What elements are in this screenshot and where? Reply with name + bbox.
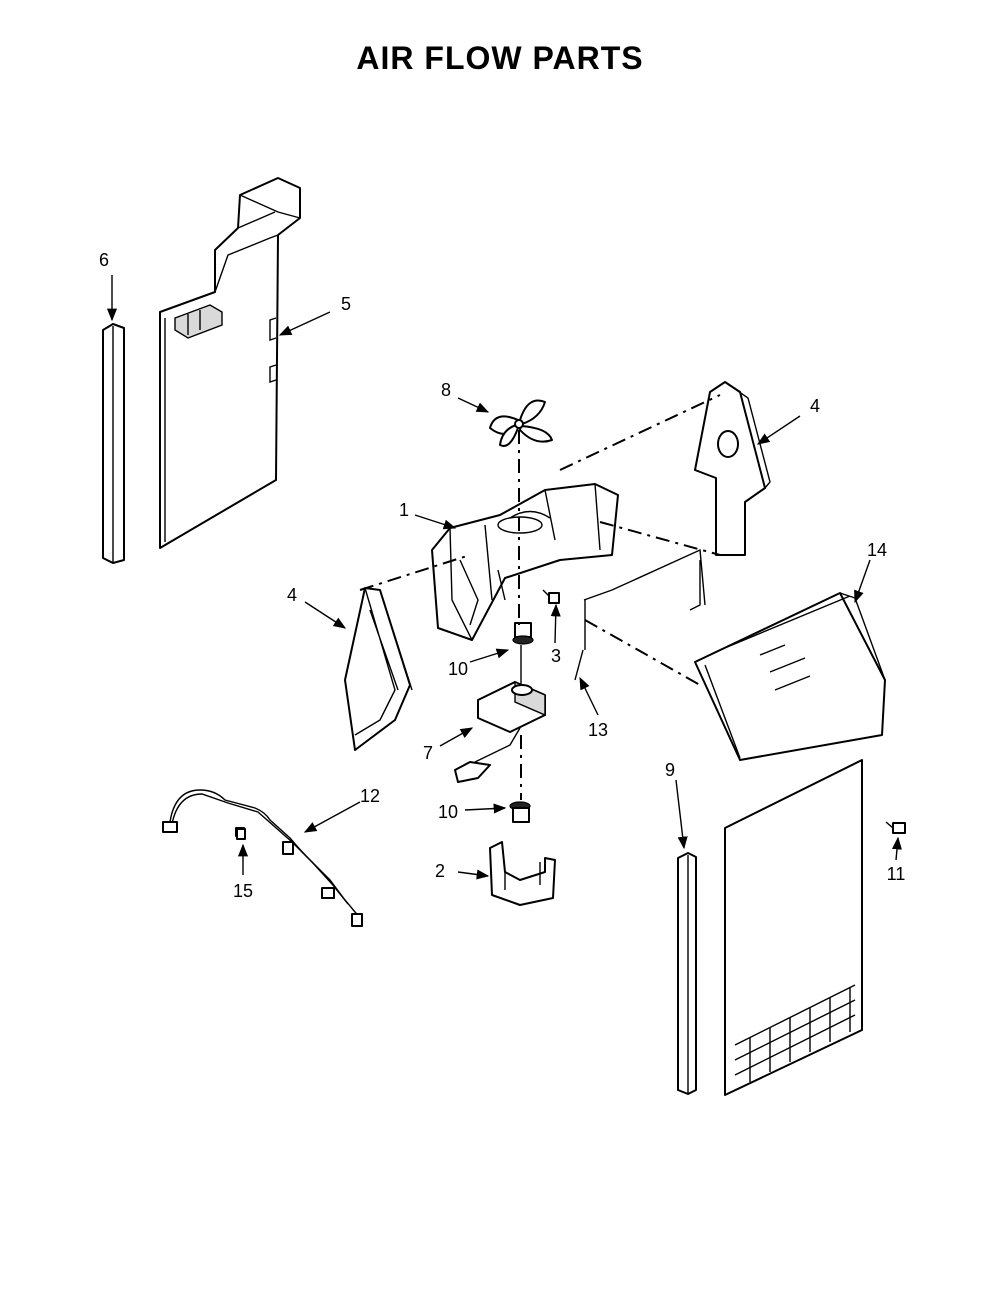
callout-13: 13 [588, 720, 608, 740]
callout-3: 3 [551, 646, 561, 666]
part-14-air-tower-cover [694, 592, 886, 761]
callout-8: 8 [441, 380, 451, 400]
callout-10-upper: 10 [448, 659, 468, 679]
callout-15: 15 [233, 881, 253, 901]
callout-1: 1 [399, 500, 409, 520]
part-4-left-baffle [344, 587, 413, 751]
callout-6: 6 [99, 250, 109, 270]
callout-2: 2 [435, 861, 445, 881]
part-9-seal-strip [677, 852, 697, 1095]
callout-7: 7 [423, 743, 433, 763]
callout-5: 5 [341, 294, 351, 314]
part-12-wire-harness [162, 789, 363, 927]
part-5-air-duct-panel [159, 177, 301, 549]
callout-labels: 6 5 8 4 1 4 3 10 13 7 12 10 2 15 14 9 11 [99, 250, 905, 901]
part-10-upper-grommet [512, 622, 534, 645]
part-8-fan-blade [489, 399, 553, 447]
part-15-clip [236, 828, 246, 840]
callout-4-right: 4 [810, 396, 820, 416]
part-11-screw [885, 821, 906, 834]
part-1-fan-shroud [431, 483, 619, 641]
part-10-lower-grommet [509, 801, 531, 823]
callout-9: 9 [665, 760, 675, 780]
part-13-bracket [574, 548, 706, 681]
callout-leaders [106, 275, 902, 880]
part-3-screw [542, 589, 560, 604]
callout-12: 12 [360, 786, 380, 806]
part-7-fan-motor [454, 645, 546, 783]
part-6-seal-strip [102, 323, 125, 564]
callout-4-left: 4 [287, 585, 297, 605]
part-4-right-baffle [694, 381, 771, 556]
part-2-motor-bracket [489, 841, 556, 906]
assembly-centerlines [359, 394, 721, 800]
part-14-lower-panel [724, 759, 863, 1096]
callout-11: 11 [887, 864, 906, 884]
callout-10-lower: 10 [438, 802, 458, 822]
page-title: AIR FLOW PARTS [356, 40, 644, 76]
callout-14: 14 [867, 540, 887, 560]
